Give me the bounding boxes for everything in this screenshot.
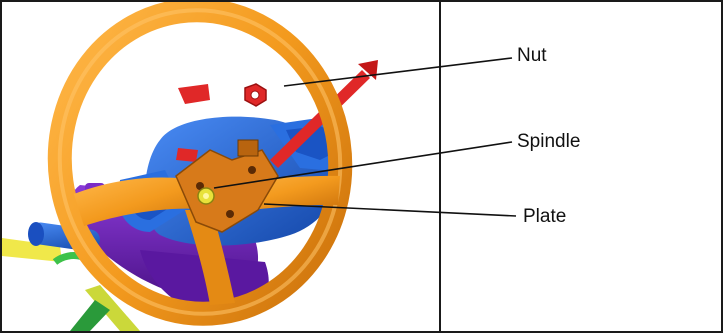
hex-nut-icon — [245, 84, 266, 106]
red-block — [178, 84, 210, 104]
plate-label: Plate — [523, 207, 566, 226]
spindle-label: Spindle — [517, 132, 580, 151]
spindle — [198, 188, 214, 204]
nut-label: Nut — [517, 46, 547, 65]
red-bracket — [176, 148, 198, 162]
